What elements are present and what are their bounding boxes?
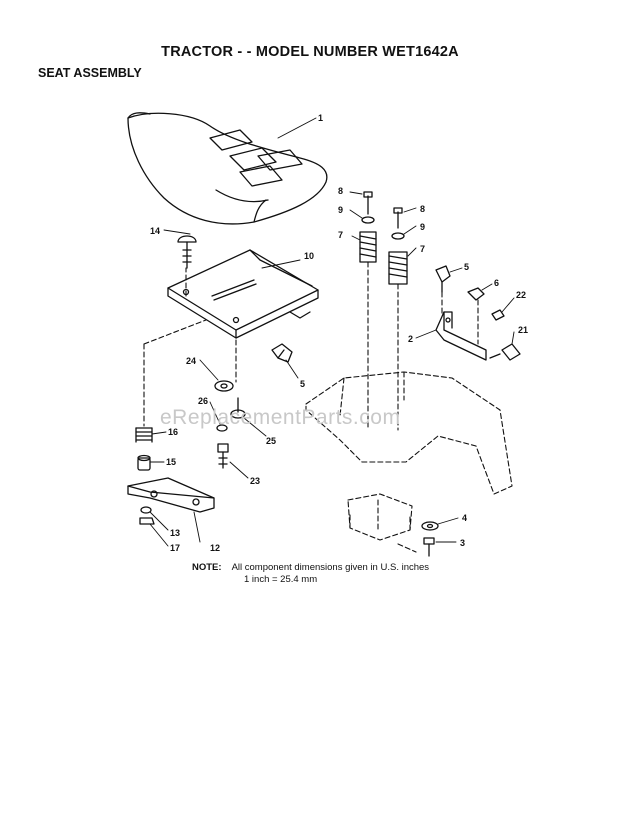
note-label: NOTE: — [192, 562, 222, 573]
callout-17: 17 — [170, 543, 180, 553]
callout-26: 26 — [198, 396, 208, 406]
callout-7-right: 7 — [420, 244, 425, 254]
callout-13: 13 — [170, 528, 180, 538]
callout-14: 14 — [150, 226, 160, 236]
bolt-23-part — [217, 443, 229, 469]
leader-lines — [149, 117, 515, 547]
spacer-part — [230, 397, 246, 419]
clip-part-left — [271, 343, 293, 363]
seat-mount-plate-part — [167, 249, 319, 339]
seat-part — [127, 112, 328, 225]
callout-24: 24 — [186, 356, 196, 366]
callout-3: 3 — [460, 538, 465, 548]
callout-9-right: 9 — [420, 222, 425, 232]
spring-small-part — [135, 427, 153, 443]
note-line-1: All component dimensions given in U.S. i… — [231, 562, 430, 573]
bushing-part — [137, 454, 151, 471]
callout-10: 10 — [304, 251, 314, 261]
callout-2: 2 — [408, 334, 413, 344]
callout-6: 6 — [494, 278, 499, 288]
page-title: TRACTOR - - MODEL NUMBER WET1642A — [161, 44, 459, 60]
callout-23: 23 — [250, 476, 260, 486]
note-line-2: 1 inch = 25.4 mm — [244, 574, 318, 585]
callout-15: 15 — [166, 457, 176, 467]
bolt-part — [177, 235, 197, 269]
bolt-21-part — [489, 343, 521, 361]
callout-25: 25 — [266, 436, 276, 446]
callout-8-left: 8 — [338, 186, 343, 196]
dimension-note: NOTE: All component dimensions given in U… — [192, 562, 429, 586]
callout-21: 21 — [518, 325, 528, 335]
callout-5-right: 5 — [464, 262, 469, 272]
callout-9-left: 9 — [338, 205, 343, 215]
callout-1: 1 — [318, 113, 323, 123]
callout-16: 16 — [168, 427, 178, 437]
callout-8-right: 8 — [420, 204, 425, 214]
knob-part — [435, 265, 451, 293]
section-title: SEAT ASSEMBLY — [38, 66, 142, 80]
watermark: eReplacementParts.com — [160, 406, 401, 429]
spring-assembly-left — [359, 191, 377, 263]
callout-5-left: 5 — [300, 379, 305, 389]
l-bracket-part — [435, 311, 487, 361]
callout-7-left: 7 — [338, 230, 343, 240]
spring-assembly-right — [388, 207, 408, 285]
bracket-plate-part — [127, 477, 215, 513]
callout-22: 22 — [516, 290, 526, 300]
callout-4: 4 — [462, 513, 467, 523]
callout-12: 12 — [210, 543, 220, 553]
tractor-frame-outline — [143, 261, 513, 553]
